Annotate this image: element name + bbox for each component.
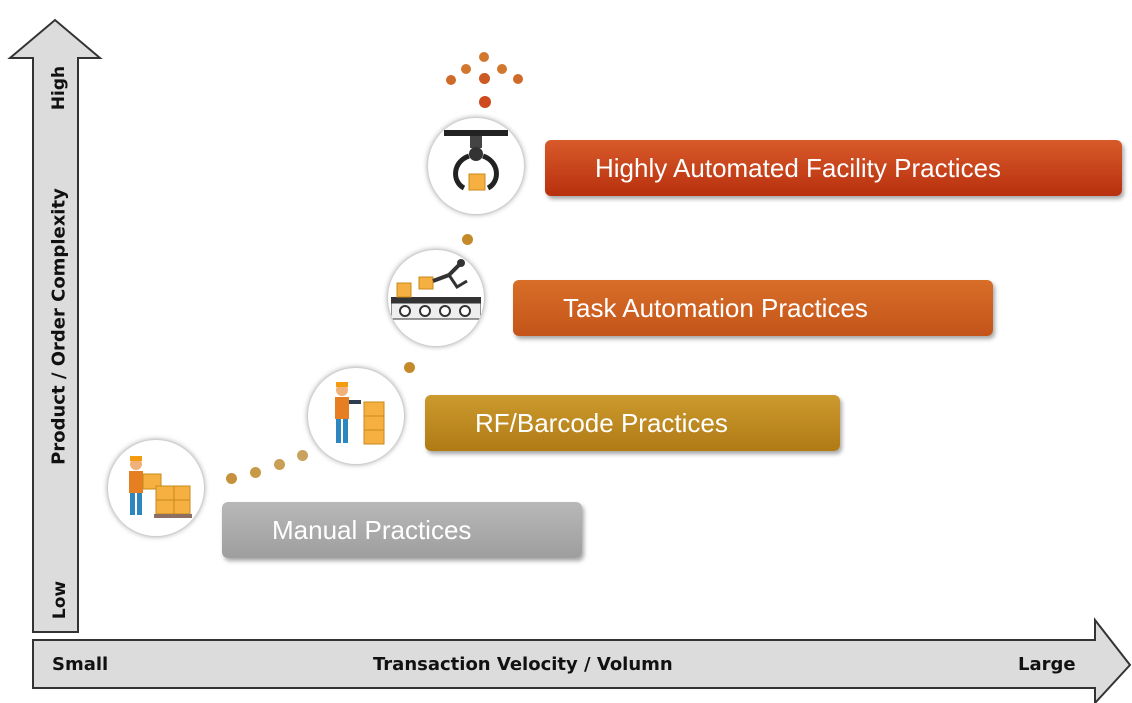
x-axis-high-label: Large	[1018, 654, 1076, 675]
y-axis-high-label: High	[49, 65, 69, 111]
stage-bar-task-automation: Task Automation Practices	[513, 280, 993, 336]
path-dot	[513, 74, 523, 84]
y-axis-arrow	[7, 18, 103, 633]
x-axis-arrow	[32, 617, 1132, 703]
path-dot	[479, 73, 490, 84]
path-dot	[479, 52, 489, 62]
stage-icon-rf-barcode	[308, 368, 404, 464]
stage-bar-highly-automated: Highly Automated Facility Practices	[545, 140, 1122, 196]
stage-label-highly-automated: Highly Automated Facility Practices	[595, 152, 1002, 183]
y-axis-low-label: Low	[50, 580, 70, 620]
stage-bar-rf-barcode: RF/Barcode Practices	[425, 395, 840, 451]
stage-bar-manual: Manual Practices	[222, 502, 582, 558]
robotic-gripper-icon	[444, 130, 508, 191]
stage-icon-highly-automated	[428, 118, 524, 214]
stage-label-manual: Manual Practices	[272, 514, 472, 545]
stage-icon-manual	[108, 440, 204, 536]
x-axis-low-label: Small	[52, 654, 109, 675]
path-dot	[479, 96, 491, 108]
path-dot	[497, 64, 507, 74]
path-dot	[461, 64, 471, 74]
path-dot	[226, 473, 237, 484]
path-dot	[462, 234, 473, 245]
stage-icon-task-automation	[388, 250, 484, 346]
stage-label-rf-barcode: RF/Barcode Practices	[475, 407, 728, 438]
conveyor-robot-arm-icon	[391, 259, 481, 320]
y-axis-title: Product / Order Complexity	[48, 188, 70, 465]
path-dot	[297, 450, 308, 461]
path-dot	[274, 459, 285, 470]
stage-label-task-automation: Task Automation Practices	[563, 292, 868, 323]
path-dot	[446, 75, 456, 85]
barcode-scanning-worker-icon	[335, 382, 385, 445]
path-dot	[250, 467, 261, 478]
path-dot	[404, 362, 415, 373]
warehouse-worker-boxes-icon	[129, 456, 192, 518]
x-axis-title: Transaction Velocity / Volumn	[373, 654, 673, 675]
